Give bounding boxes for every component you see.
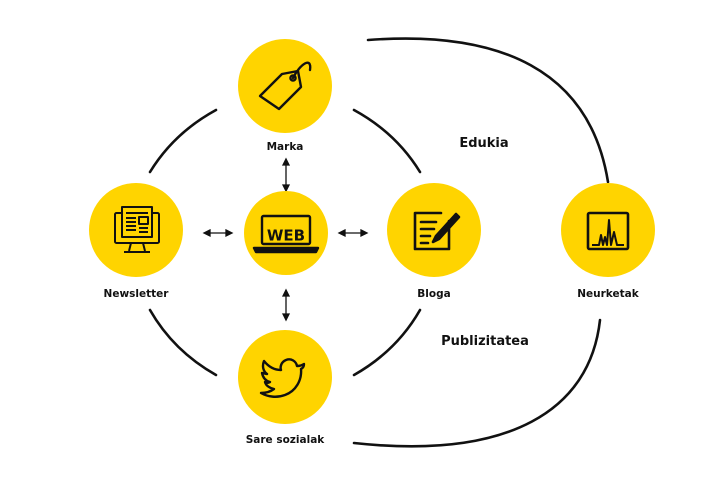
neurketak-node: Neurketak bbox=[561, 183, 655, 300]
marka-label: Marka bbox=[267, 141, 304, 153]
arc-top-right bbox=[352, 108, 422, 174]
web-node: WEB bbox=[244, 191, 328, 275]
arrow-right bbox=[337, 228, 369, 238]
web-node-circle bbox=[244, 191, 328, 275]
arrow-left bbox=[202, 228, 234, 238]
marka-node: Marka bbox=[238, 39, 332, 153]
analytics-chart-icon bbox=[586, 211, 630, 251]
arc-bottom-left bbox=[148, 308, 218, 377]
arrow-bottom bbox=[281, 288, 291, 322]
inner-ring bbox=[148, 108, 422, 377]
publizitatea-label: Publizitatea bbox=[441, 334, 529, 349]
edit-document-icon bbox=[413, 211, 461, 251]
bloga-label: Bloga bbox=[417, 288, 450, 300]
newsletter-label: Newsletter bbox=[104, 288, 170, 300]
neurketak-label: Neurketak bbox=[577, 288, 639, 300]
newsletter-node: Newsletter bbox=[89, 183, 183, 300]
twitter-bird-icon bbox=[259, 358, 306, 398]
arc-top-left bbox=[148, 108, 218, 174]
newsletter-screen-icon bbox=[114, 206, 160, 253]
outer-arc-top bbox=[366, 37, 610, 184]
price-tag-icon bbox=[258, 61, 312, 111]
outer-arc-bottom bbox=[352, 318, 602, 448]
laptop-web-icon bbox=[252, 214, 320, 254]
sare-node-circle bbox=[238, 330, 332, 424]
connector-arrows bbox=[202, 157, 369, 322]
sare-label: Sare sozialak bbox=[246, 434, 326, 446]
arc-bottom-right bbox=[352, 308, 422, 377]
sare-node: Sare sozialak bbox=[238, 330, 332, 446]
web-text: WEB bbox=[267, 227, 305, 245]
arrow-top bbox=[281, 157, 291, 193]
marka-node-circle bbox=[238, 39, 332, 133]
outer-ring bbox=[352, 37, 610, 448]
bloga-node: Bloga bbox=[387, 183, 481, 300]
edukia-label: Edukia bbox=[459, 136, 508, 151]
